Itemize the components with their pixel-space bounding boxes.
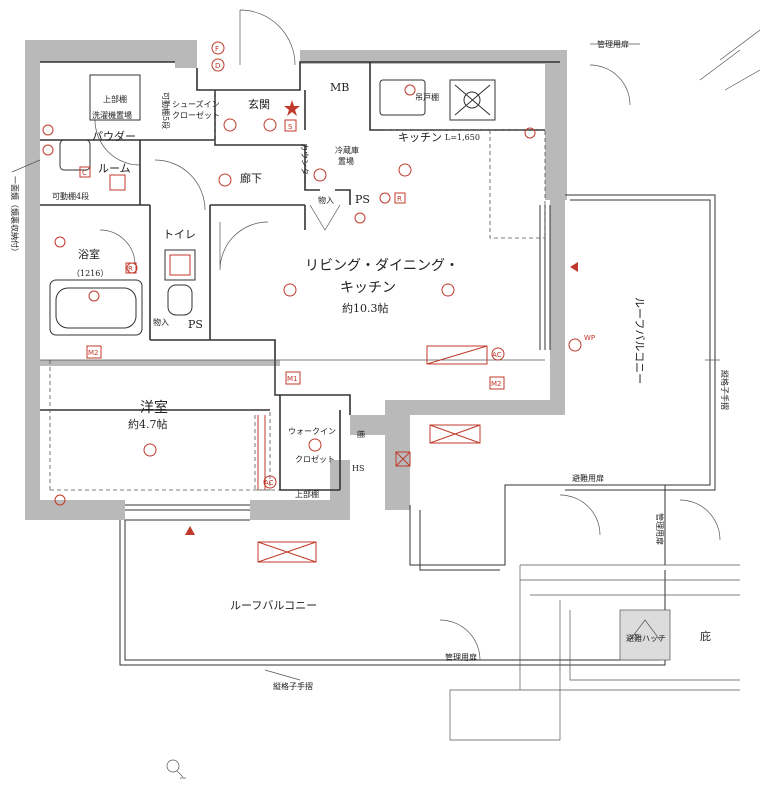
upper-shelf-wic: 上部棚 <box>295 489 319 499</box>
escape-hatch-label: 避難ハッチ <box>626 633 666 643</box>
shoes-closet-1: シューズイン <box>172 99 220 109</box>
star-icon <box>284 100 300 116</box>
fridge-label-1: 冷蔵庫 <box>335 145 359 155</box>
r-tag-1: R <box>397 195 402 203</box>
roof-balcony-bottom <box>119 484 666 666</box>
bath-size: （1216） <box>72 269 108 278</box>
toilet-label: トイレ <box>163 228 196 241</box>
powder-room-1: パウダー <box>92 129 136 143</box>
garden-label: 庇 <box>700 629 711 643</box>
walkin-closet-1: ウォークイン <box>288 427 336 436</box>
ac-tag-1: AC <box>492 351 502 359</box>
mb-label: MB <box>330 81 349 94</box>
room-labels: リビング・ダイニング・ キッチン 約10.3帖 洋室 約4.7帖 ルーフバルコニ… <box>72 97 711 643</box>
hs-label: HS <box>352 464 364 473</box>
hanging-cabinet-label: 吊戸棚 <box>415 92 439 102</box>
ldk-name-1: リビング・ダイニング・ <box>305 258 459 274</box>
f-tag: F <box>215 45 219 53</box>
kitchen-length: L=1,650 <box>445 133 480 142</box>
walkin-closet-2: クロゼット <box>295 454 335 464</box>
equipment-symbols <box>42 41 582 563</box>
equipment-tags: M1 M2 M2 AC AC WP R R S C F D <box>82 45 595 487</box>
fixtures <box>49 74 496 336</box>
bath-label: 浴室 <box>78 247 100 261</box>
entrance-label: 玄関 <box>248 97 270 111</box>
escape-door-label: 避難用扉 <box>572 473 604 483</box>
mirror-label: 一面鏡（鏡裏収納付） <box>10 176 20 256</box>
vertical-labels: ルーフバルコニー カウンター 一面鏡（鏡裏収納付） 可動棚5段 縦格子手摺 管理… <box>10 92 730 545</box>
s-tag: S <box>288 123 293 131</box>
m2-tag-a: M2 <box>88 349 99 357</box>
railing-right-label: 縦格子手摺 <box>720 370 730 410</box>
storage-top-label: 物入 <box>318 195 334 205</box>
doors <box>94 9 721 661</box>
movable-shelf-5: 可動棚5段 <box>161 92 171 129</box>
ldk-name-2: キッチン <box>340 280 396 296</box>
small-labels: MB PS PS 物入 物入 冷蔵庫 置場 吊戸棚 上部棚 洗濯機置場 可動棚4… <box>52 39 666 691</box>
d-tag: D <box>215 62 220 70</box>
railing-bottom-label: 縦格子手摺 <box>273 681 313 691</box>
powder-room-2: ルーム <box>98 162 131 175</box>
ldk-size: 約10.3帖 <box>342 301 389 315</box>
roof-balcony-right-label: ルーフバルコニー <box>633 297 646 384</box>
ac-tag-2: AC <box>264 479 274 487</box>
western-room-name: 洋室 <box>140 399 168 416</box>
wp-tag: WP <box>584 334 595 342</box>
hall-label: 廊下 <box>240 171 262 185</box>
counter-label: カウンター <box>300 143 309 183</box>
kitchen-label: キッチン <box>398 131 442 144</box>
mgmt-door-bottom: 管理用扉 <box>445 652 477 662</box>
washer-label: 洗濯機置場 <box>92 110 132 120</box>
mgmt-door-right-label: 管理用扉 <box>655 513 665 545</box>
movable-shelf-4: 可動棚4段 <box>52 191 89 201</box>
compass-icon <box>166 759 186 779</box>
fridge-label-2: 置場 <box>338 156 354 166</box>
interior-walls <box>40 61 560 491</box>
ps-top-label: PS <box>355 193 370 206</box>
c-tag: C <box>82 169 87 177</box>
garden-steps <box>449 29 760 741</box>
roof-balcony-bottom-label: ルーフバルコニー <box>230 599 317 612</box>
r-tag-2: R <box>128 265 133 273</box>
m2-tag-b: M2 <box>491 380 502 388</box>
upper-shelf-powder-label: 上部棚 <box>103 94 127 104</box>
western-room-size: 約4.7帖 <box>128 417 168 431</box>
leader-lines <box>11 43 720 681</box>
shoes-closet-2: クローゼット <box>172 110 220 120</box>
storage-toilet-label: 物入 <box>153 317 169 327</box>
ps-toilet-label: PS <box>188 318 203 331</box>
m1-tag: M1 <box>287 375 298 383</box>
upper-shelf-wic-label: 棚 <box>356 430 366 438</box>
hidden-lines <box>49 90 546 491</box>
